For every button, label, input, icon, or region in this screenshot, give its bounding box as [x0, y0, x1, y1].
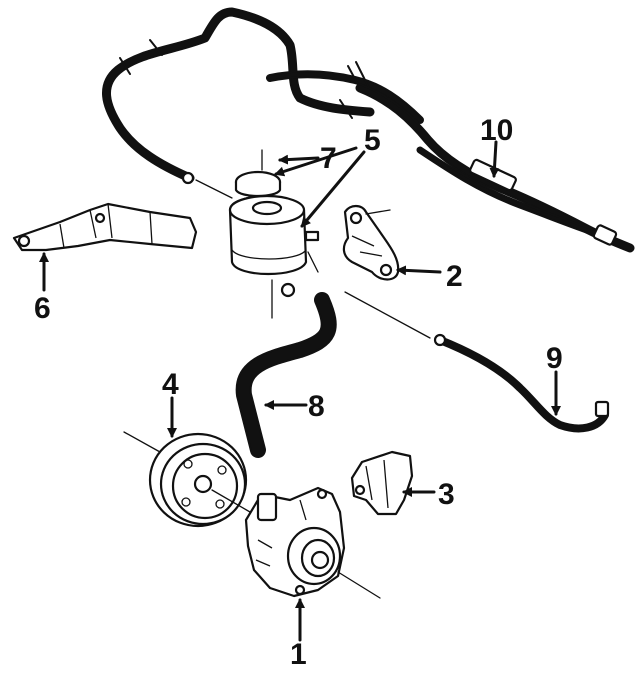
callout-8: 8: [308, 390, 325, 423]
callout-6: 6: [34, 292, 51, 325]
callout-1: 1: [290, 638, 307, 671]
reservoir-part-5: [228, 149, 320, 319]
callout-9: 9: [546, 342, 563, 375]
callout-leaders: [39, 140, 561, 642]
upper-hose-assembly: [102, 7, 424, 199]
callout-3: 3: [438, 478, 455, 511]
callout-7: 7: [320, 142, 337, 175]
bracket-part-3: [350, 450, 414, 516]
callout-4: 4: [162, 368, 179, 401]
callout-2: 2: [446, 260, 463, 293]
pulley-part-4: [123, 431, 251, 528]
return-line-part-9: [433, 333, 610, 433]
callout-labels: 7 5 10 2 6 9 4 8 3 1: [34, 114, 563, 671]
pump-part-1: [244, 486, 381, 599]
callout-10: 10: [480, 114, 513, 147]
callout-5: 5: [364, 124, 381, 157]
hose-part-8: [235, 291, 431, 458]
bracket-part-2: [342, 204, 400, 281]
bracket-part-6: [12, 202, 198, 252]
pressure-line-part-10: [355, 83, 635, 253]
